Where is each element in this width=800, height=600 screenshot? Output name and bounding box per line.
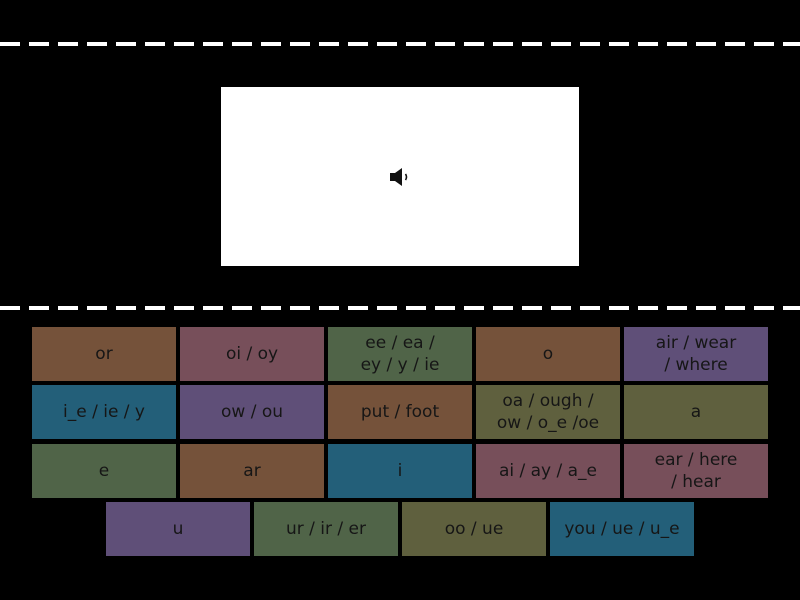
- answer-tile[interactable]: i: [328, 444, 472, 498]
- answer-tile[interactable]: ai / ay / a_e: [476, 444, 620, 498]
- tile-label: ur / ir / er: [286, 519, 366, 539]
- tile-label: you / ue / u_e: [564, 519, 680, 539]
- speaker-icon[interactable]: [388, 165, 412, 189]
- tile-label: a: [690, 402, 702, 422]
- tile-label: or: [95, 344, 113, 364]
- answer-tile[interactable]: ee / ea / ey / y / ie: [328, 327, 472, 381]
- tile-label: i: [397, 461, 403, 481]
- tile-label: oo / ue: [444, 519, 504, 539]
- dashed-divider-top: [0, 42, 800, 46]
- tile-label: e: [98, 461, 110, 481]
- answer-tile[interactable]: air / wear / where: [624, 327, 768, 381]
- prompt-card: [221, 87, 579, 266]
- tile-label: ow / ou: [220, 402, 283, 422]
- tile-label: put / foot: [360, 402, 440, 422]
- answer-tile[interactable]: ow / ou: [180, 385, 324, 439]
- tile-label: ee / ea / ey / y / ie: [360, 333, 440, 375]
- answer-tile[interactable]: oi / oy: [180, 327, 324, 381]
- answer-tile[interactable]: ear / here / hear: [624, 444, 768, 498]
- tile-label: air / wear / where: [655, 333, 737, 375]
- answer-tile[interactable]: i_e / ie / y: [32, 385, 176, 439]
- answer-tile[interactable]: you / ue / u_e: [550, 502, 694, 556]
- answer-tile[interactable]: u: [106, 502, 250, 556]
- tile-label: ai / ay / a_e: [498, 461, 598, 481]
- answer-tile[interactable]: ar: [180, 444, 324, 498]
- tile-label: oa / ough / ow / o_e /oe: [496, 391, 600, 433]
- answer-tile[interactable]: a: [624, 385, 768, 439]
- tile-label: ear / here / hear: [654, 450, 738, 492]
- answer-tile[interactable]: e: [32, 444, 176, 498]
- tile-label: o: [542, 344, 554, 364]
- tile-label: ar: [243, 461, 261, 481]
- answer-tile[interactable]: oa / ough / ow / o_e /oe: [476, 385, 620, 439]
- dashed-divider-middle: [0, 306, 800, 310]
- answer-tile[interactable]: oo / ue: [402, 502, 546, 556]
- tile-label: u: [172, 519, 184, 539]
- answer-tile[interactable]: ur / ir / er: [254, 502, 398, 556]
- answer-tile[interactable]: o: [476, 327, 620, 381]
- tile-label: oi / oy: [225, 344, 279, 364]
- answer-tile[interactable]: put / foot: [328, 385, 472, 439]
- tile-label: i_e / ie / y: [63, 402, 145, 422]
- answer-tile[interactable]: or: [32, 327, 176, 381]
